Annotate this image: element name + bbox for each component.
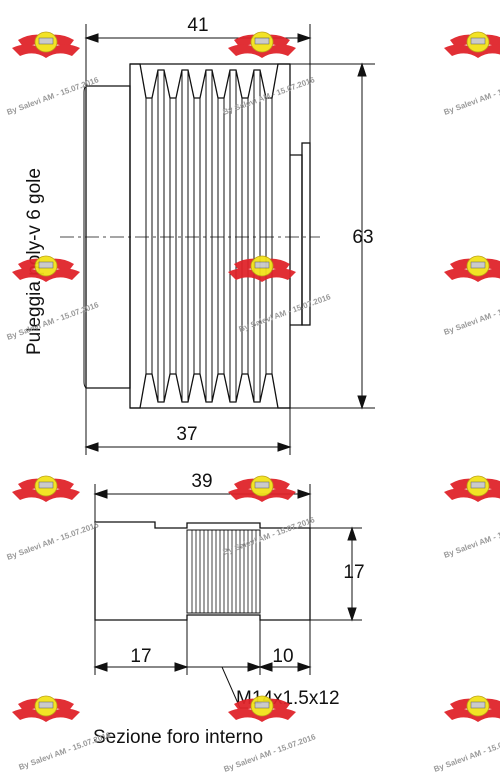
groove-profile-bottom bbox=[130, 373, 290, 409]
watermark-logo-10 bbox=[11, 695, 81, 723]
watermark-logo-7 bbox=[11, 475, 81, 503]
watermark-logo-6 bbox=[443, 255, 500, 283]
dimension-label-bottom-10: 10 bbox=[272, 646, 293, 667]
watermark-text-3: By Salevi AM - 15.07.2016 bbox=[443, 75, 500, 117]
dimension-bottom bbox=[93, 620, 312, 675]
bore-section-view bbox=[94, 521, 311, 621]
section-caption: Sezione foro interno bbox=[93, 727, 263, 748]
dimension-label-63: 63 bbox=[352, 227, 373, 248]
thread-lines bbox=[191, 530, 257, 613]
dimension-section-height bbox=[310, 526, 362, 622]
watermark-logo-4 bbox=[11, 255, 81, 283]
watermark-logo-12 bbox=[443, 695, 500, 723]
dimension-label-bottom-17: 17 bbox=[130, 646, 151, 667]
dimension-height bbox=[290, 62, 375, 410]
pulley-flange bbox=[290, 154, 303, 326]
watermark-logo-8 bbox=[227, 475, 297, 503]
thread-area bbox=[186, 529, 261, 614]
watermark-logo-5 bbox=[227, 255, 297, 283]
watermark-layer bbox=[11, 31, 500, 723]
watermark-text-5: By Salevi AM - 15.07.2016 bbox=[238, 292, 333, 334]
watermark-text-12: By Salevi AM - 15.07.2016 bbox=[433, 732, 500, 773]
dimension-body-width bbox=[84, 388, 292, 455]
groove-lines bbox=[145, 70, 273, 402]
watermark-text-7: By Salevi AM - 15.07.2016 bbox=[6, 520, 101, 562]
dimension-label-41: 41 bbox=[187, 15, 208, 36]
watermark-text-9: By Salevi AM - 15.07.2016 bbox=[443, 518, 500, 560]
watermark-text-10: By Salevi AM - 15.07.2016 bbox=[18, 730, 113, 772]
dimension-label-39: 39 bbox=[191, 471, 212, 492]
dimension-label-section-17: 17 bbox=[343, 562, 364, 583]
pulley-end-plate bbox=[301, 142, 311, 326]
groove-profile-top bbox=[130, 63, 290, 99]
watermark-logo-2 bbox=[227, 31, 297, 59]
watermark-text-6: By Salevi AM - 15.07.2016 bbox=[443, 295, 500, 337]
dimension-label-37: 37 bbox=[176, 424, 197, 445]
pulley-side-view bbox=[60, 63, 320, 409]
watermark-logo-9 bbox=[443, 475, 500, 503]
watermark-logo-1 bbox=[11, 31, 81, 59]
hub-edge bbox=[83, 85, 87, 389]
watermark-logo-3 bbox=[443, 31, 500, 59]
bore-outline bbox=[94, 521, 311, 621]
